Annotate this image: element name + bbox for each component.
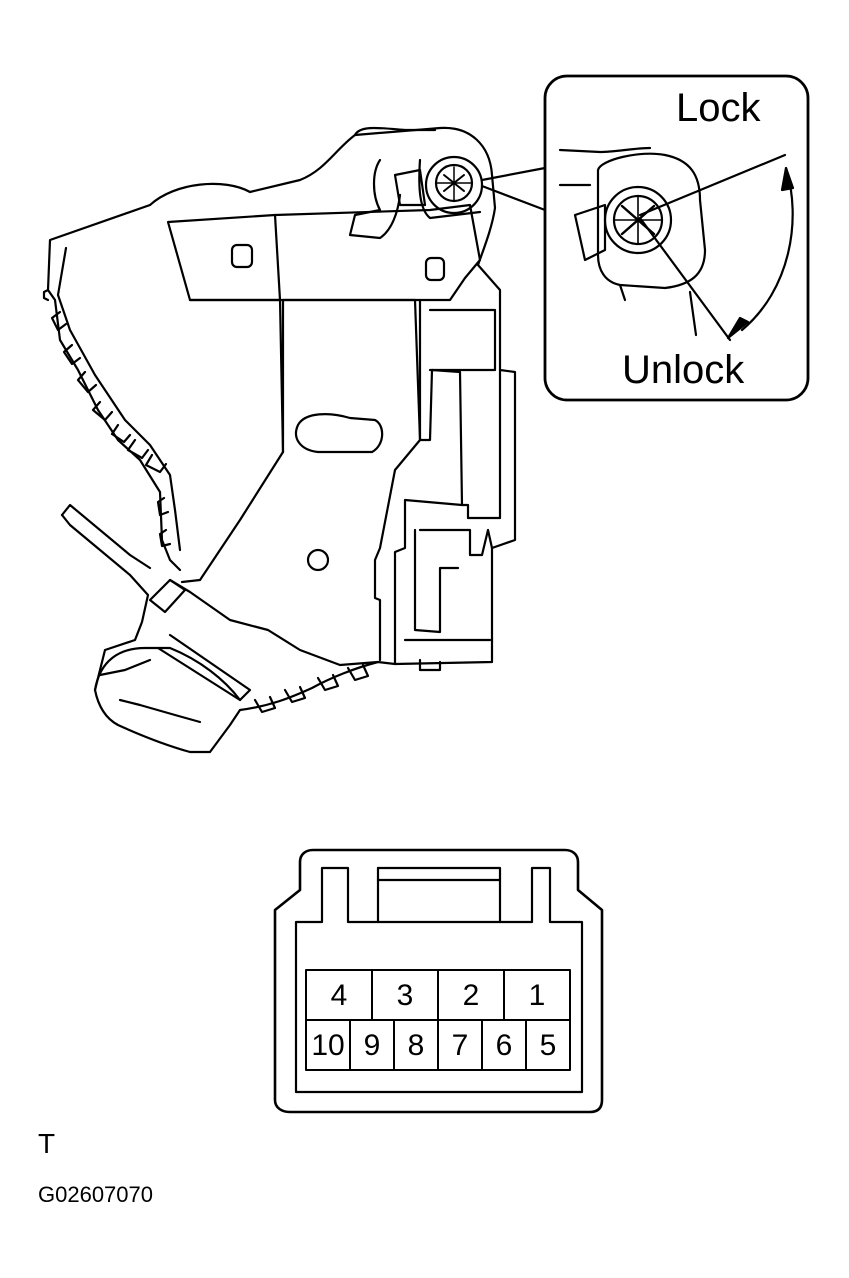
pin-number: 6 [495, 1029, 513, 1062]
door-lock-assembly [42, 126, 517, 754]
pin-number: 10 [311, 1029, 345, 1062]
lock-label: Lock [676, 86, 761, 130]
pin-number: 8 [407, 1029, 425, 1062]
unlock-label: Unlock [622, 348, 745, 392]
connector-pin-grid [305, 969, 571, 1071]
pin-number: 9 [363, 1029, 381, 1062]
pin-number: 4 [330, 979, 348, 1012]
view-letter: T [38, 1128, 56, 1159]
pin-number: 5 [539, 1029, 557, 1062]
connector-outline [273, 848, 604, 1114]
pin-number: 1 [528, 979, 546, 1012]
pin-number: 7 [451, 1029, 469, 1062]
lock-detail-callout [543, 74, 810, 402]
figure-code: G02607070 [38, 1182, 153, 1207]
pin-number: 3 [396, 979, 414, 1012]
pin-number: 2 [462, 979, 480, 1012]
callout-leader-lines [480, 166, 547, 212]
